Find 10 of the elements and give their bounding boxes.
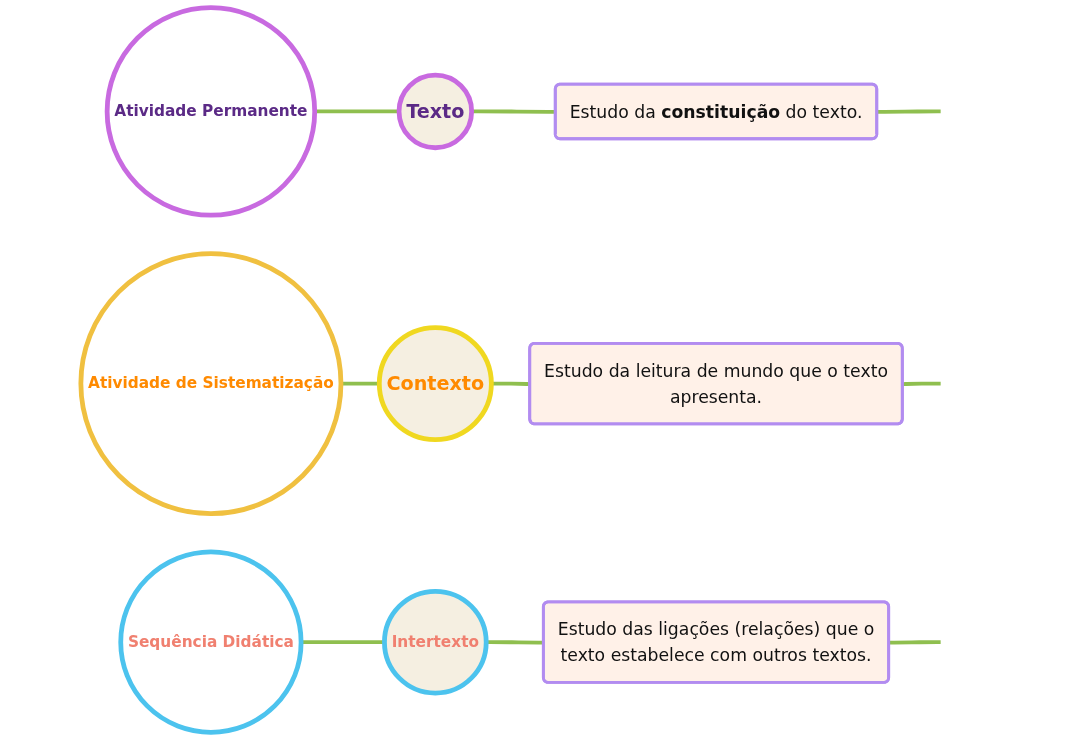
connector xyxy=(889,640,941,645)
node-circle: Atividade Permanente xyxy=(104,5,318,218)
node-circle: Intertexto xyxy=(382,588,489,696)
connector xyxy=(486,640,544,645)
connector xyxy=(902,381,941,386)
node-circle: Atividade de Sistematização xyxy=(78,251,344,517)
node-circle: Texto xyxy=(396,72,475,151)
node-circle: Contexto xyxy=(376,325,494,443)
connector xyxy=(877,109,941,114)
node-circle: Sequência Didática xyxy=(118,549,304,735)
